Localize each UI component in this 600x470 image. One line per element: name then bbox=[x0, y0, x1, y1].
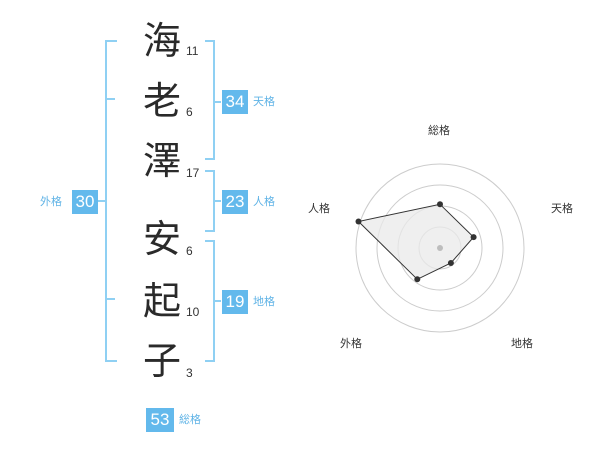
bracket-tick bbox=[105, 298, 115, 300]
radar-label-gaikaku: 外格 bbox=[340, 337, 362, 350]
stroke-count-3: 17 bbox=[186, 166, 200, 180]
radar-point-jinkaku bbox=[355, 218, 362, 225]
chikaku-score: 19 bbox=[222, 290, 248, 314]
radar-label-soukaku: 総格 bbox=[428, 124, 450, 137]
bracket-tick bbox=[215, 300, 221, 302]
tenkaku-score: 34 bbox=[222, 90, 248, 114]
chikaku-bracket bbox=[205, 240, 215, 362]
radar-ring bbox=[376, 184, 504, 312]
radar-series-polygon bbox=[357, 203, 475, 280]
radar-label-chikaku: 地格 bbox=[511, 337, 533, 350]
chikaku-label: 地格 bbox=[253, 295, 275, 308]
stroke-count-2: 6 bbox=[186, 105, 193, 119]
radar-ring bbox=[355, 163, 525, 333]
radar-point-tenkaku bbox=[470, 234, 477, 241]
radar-center-point bbox=[437, 245, 443, 251]
radar-label-jinkaku: 人格 bbox=[308, 202, 330, 215]
jinkaku-bracket bbox=[205, 170, 215, 232]
gaikaku-score: 30 bbox=[72, 190, 98, 214]
bracket-tick bbox=[215, 200, 221, 202]
bracket-tick bbox=[97, 200, 105, 202]
name-char-2: 老 bbox=[142, 79, 181, 123]
name-char-4: 安 bbox=[142, 217, 181, 261]
jinkaku-label: 人格 bbox=[253, 195, 275, 208]
bracket-tick bbox=[215, 101, 221, 103]
tenkaku-bracket bbox=[205, 40, 215, 160]
radar-point-chikaku bbox=[447, 260, 454, 266]
gaikaku-label: 外格 bbox=[40, 195, 62, 208]
name-char-1: 海 bbox=[142, 19, 181, 63]
stroke-count-5: 10 bbox=[186, 305, 200, 319]
gaikaku-bracket bbox=[105, 40, 117, 362]
stroke-count-6: 3 bbox=[186, 366, 193, 380]
name-char-3: 澤 bbox=[142, 139, 181, 183]
soukaku-label: 総格 bbox=[179, 413, 201, 426]
jinkaku-score: 23 bbox=[222, 190, 248, 214]
stroke-count-4: 6 bbox=[186, 244, 193, 258]
radar-point-gaikaku bbox=[414, 276, 421, 283]
radar-label-tenkaku: 天格 bbox=[551, 202, 573, 215]
soukaku-score: 53 bbox=[146, 408, 174, 432]
stroke-count-1: 11 bbox=[186, 44, 199, 58]
bracket-tick bbox=[105, 98, 115, 100]
name-char-6: 子 bbox=[142, 339, 181, 383]
tenkaku-label: 天格 bbox=[253, 95, 275, 108]
radar-point-soukaku bbox=[437, 201, 443, 208]
name-char-5: 起 bbox=[142, 279, 181, 323]
